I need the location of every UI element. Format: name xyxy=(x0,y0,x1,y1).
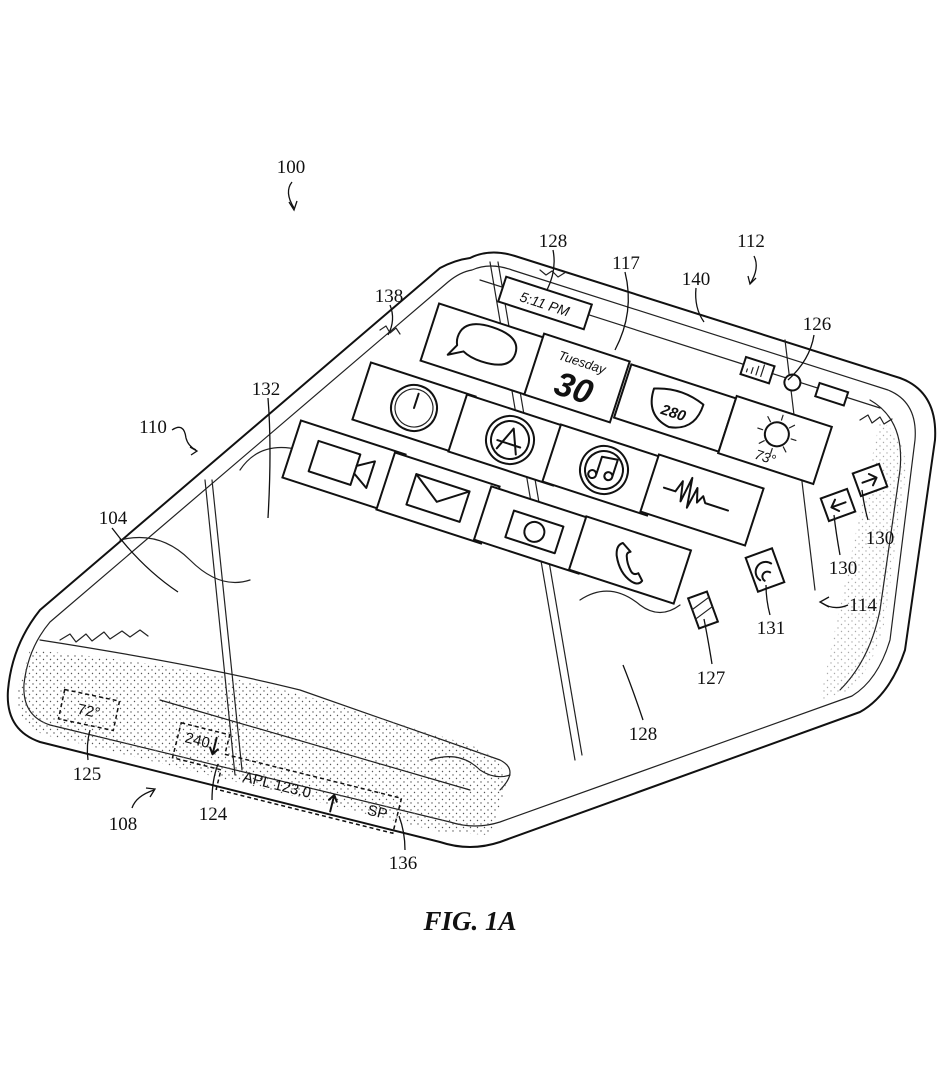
ref-131: 131 xyxy=(757,618,786,639)
wifi-icon xyxy=(783,373,802,392)
leader-130b xyxy=(833,514,841,556)
calendar-app-icon[interactable]: Tuesday 30 xyxy=(523,332,631,424)
leader-126 xyxy=(787,334,815,381)
weather-app-icon[interactable]: 73° xyxy=(716,394,834,486)
side-display-band xyxy=(820,420,906,700)
ref-114: 114 xyxy=(849,595,877,616)
leader-117 xyxy=(614,271,629,351)
ref-138: 138 xyxy=(375,286,404,307)
bottom-display-band xyxy=(17,650,506,835)
reflection-streak xyxy=(159,699,471,791)
arrowhead-100 xyxy=(288,200,298,212)
ref-100: 100 xyxy=(277,157,306,178)
ticker-left-value: 240 xyxy=(183,729,211,752)
ref-112: 112 xyxy=(737,231,765,252)
sun-rays xyxy=(757,414,797,454)
arrowhead-110 xyxy=(189,446,199,456)
ref-124: 124 xyxy=(199,804,228,825)
ref-128-top: 128 xyxy=(539,231,568,252)
maps-app-icon[interactable]: 280 xyxy=(612,363,738,453)
leader-131 xyxy=(765,584,771,616)
side-broadcast-button[interactable] xyxy=(744,547,786,593)
leader-104 xyxy=(111,527,179,593)
phone-app-icon[interactable] xyxy=(567,515,693,605)
ref-132: 132 xyxy=(252,379,281,400)
leader-140 xyxy=(695,287,705,323)
ref-126: 126 xyxy=(803,314,832,335)
reflection-streak xyxy=(211,479,243,771)
device-outer-outline xyxy=(6,251,937,848)
front-edge-curve xyxy=(39,639,511,791)
ref-130-b: 130 xyxy=(829,558,858,579)
leader-112 xyxy=(749,255,757,285)
leader-108 xyxy=(131,789,155,809)
arrowhead-114 xyxy=(818,596,830,608)
video-camera-icon xyxy=(307,439,362,486)
signal-bars xyxy=(745,364,766,378)
side-back-button[interactable] xyxy=(819,487,857,523)
forward-arrow-icon xyxy=(861,473,878,487)
leader-132 xyxy=(267,397,271,519)
leader-136 xyxy=(398,815,406,851)
phone-handset-icon xyxy=(615,541,644,585)
camera-icon xyxy=(504,509,565,555)
envelope-icon xyxy=(405,473,471,523)
up-arrow-icon xyxy=(327,793,338,813)
arrowhead-112 xyxy=(747,275,757,286)
leader-127 xyxy=(703,618,713,665)
leader-125 xyxy=(86,729,91,761)
side-forward-button[interactable] xyxy=(851,462,889,498)
leader-128-bottom xyxy=(622,664,644,721)
ref-117: 117 xyxy=(612,253,640,274)
battery-icon xyxy=(814,381,850,407)
broadcast-icon xyxy=(754,560,773,582)
weather-temperature: 73° xyxy=(753,446,778,468)
ticker-right-value: SP xyxy=(366,802,390,823)
leader-110 xyxy=(171,426,197,451)
ref-108: 108 xyxy=(109,814,138,835)
music-note-icon xyxy=(587,455,619,482)
ref-127: 127 xyxy=(697,668,726,689)
waveform-icon xyxy=(662,476,730,512)
down-arrow-icon xyxy=(209,736,219,756)
speech-bubble-icon xyxy=(446,323,518,366)
ref-140: 140 xyxy=(682,269,711,290)
ref-130-a: 130 xyxy=(866,528,895,549)
ref-136: 136 xyxy=(389,853,418,874)
leader-138 xyxy=(387,304,394,336)
bottom-temperature-text: 72° xyxy=(76,701,102,722)
back-arrow-icon xyxy=(830,498,847,512)
voice-memo-app-icon[interactable] xyxy=(639,453,765,547)
leader-130a xyxy=(861,489,869,521)
ref-104: 104 xyxy=(99,508,128,529)
app-store-glyph xyxy=(495,427,522,456)
ref-110: 110 xyxy=(139,417,167,438)
status-bar xyxy=(739,355,850,407)
sun-icon xyxy=(763,421,790,448)
figure-caption: FIG. 1A xyxy=(422,906,516,936)
ref-125: 125 xyxy=(73,764,102,785)
arrowhead-108 xyxy=(145,787,157,798)
leader-100 xyxy=(287,181,295,209)
reflection-streak xyxy=(204,479,236,776)
side-physical-button[interactable] xyxy=(686,590,720,630)
time-widget: 5:11 PM xyxy=(496,275,594,331)
highway-shield-icon xyxy=(650,387,705,429)
leader-128-top xyxy=(546,249,555,291)
ref-128-bottom: 128 xyxy=(629,724,658,745)
clock-face-icon xyxy=(390,384,438,432)
leader-124 xyxy=(211,763,219,801)
